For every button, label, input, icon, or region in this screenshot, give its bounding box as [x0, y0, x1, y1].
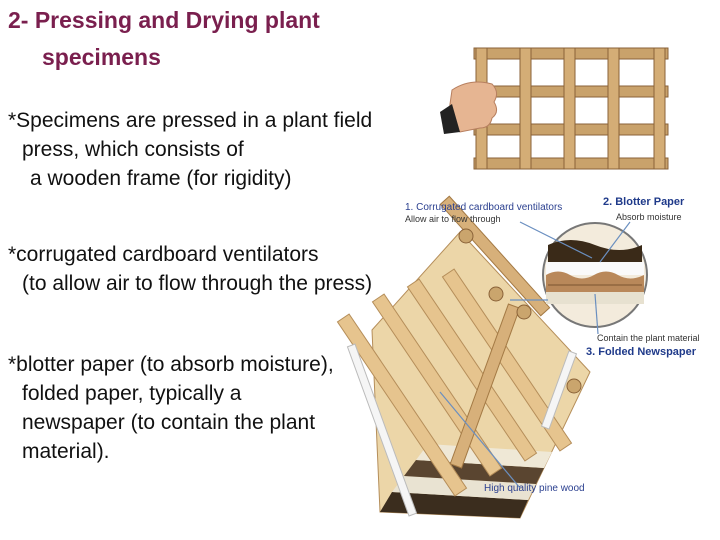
paragraph-frame-line-2: press, which consists of [22, 138, 244, 161]
paragraph-blotter: *blotter paper (to absorb moisture), fol… [8, 350, 334, 466]
title-line-1: 2- Pressing and Drying plant [8, 7, 320, 33]
paragraph-ventilators: *corrugated cardboard ventilators (to al… [8, 240, 372, 298]
label-contain: Contain the plant material [597, 333, 700, 343]
paragraph-frame-line-3: a wooden frame (for rigidity) [30, 167, 292, 190]
paragraph-blotter-line-3: newspaper (to contain the plant [22, 411, 316, 434]
magnifier-detail [542, 222, 648, 328]
paragraph-ventilators-line-1: *corrugated cardboard ventilators [8, 243, 319, 266]
wooden-frame-image [473, 47, 669, 170]
hand-image [440, 81, 498, 134]
paragraph-blotter-line-4: material). [22, 440, 110, 463]
paragraph-blotter-line-2: folded paper, typically a [22, 382, 242, 405]
paragraph-ventilators-line-2: (to allow air to flow through the press) [22, 272, 373, 295]
label-newspaper: 3. Folded Newspaper [586, 346, 697, 358]
paragraph-frame-line-1: *Specimens are pressed in a plant field [8, 109, 373, 132]
slide-title: 2- Pressing and Drying plant specimens [8, 2, 428, 76]
title-line-2: specimens [42, 44, 161, 70]
label-blotter-sub: Absorb moisture [616, 212, 682, 222]
label-ventilators: 1. Corrugated cardboard ventilators [405, 202, 563, 213]
label-blotter: 2. Blotter Paper [603, 196, 685, 208]
press-bundle-image [336, 195, 591, 519]
label-ventilators-sub: Allow air to flow through [405, 214, 501, 224]
leader-lines [439, 221, 631, 489]
paragraph-blotter-line-1: *blotter paper (to absorb moisture), [8, 353, 334, 376]
label-pine: High quality pine wood [484, 483, 585, 494]
paragraph-frame: *Specimens are pressed in a plant field … [8, 106, 372, 193]
